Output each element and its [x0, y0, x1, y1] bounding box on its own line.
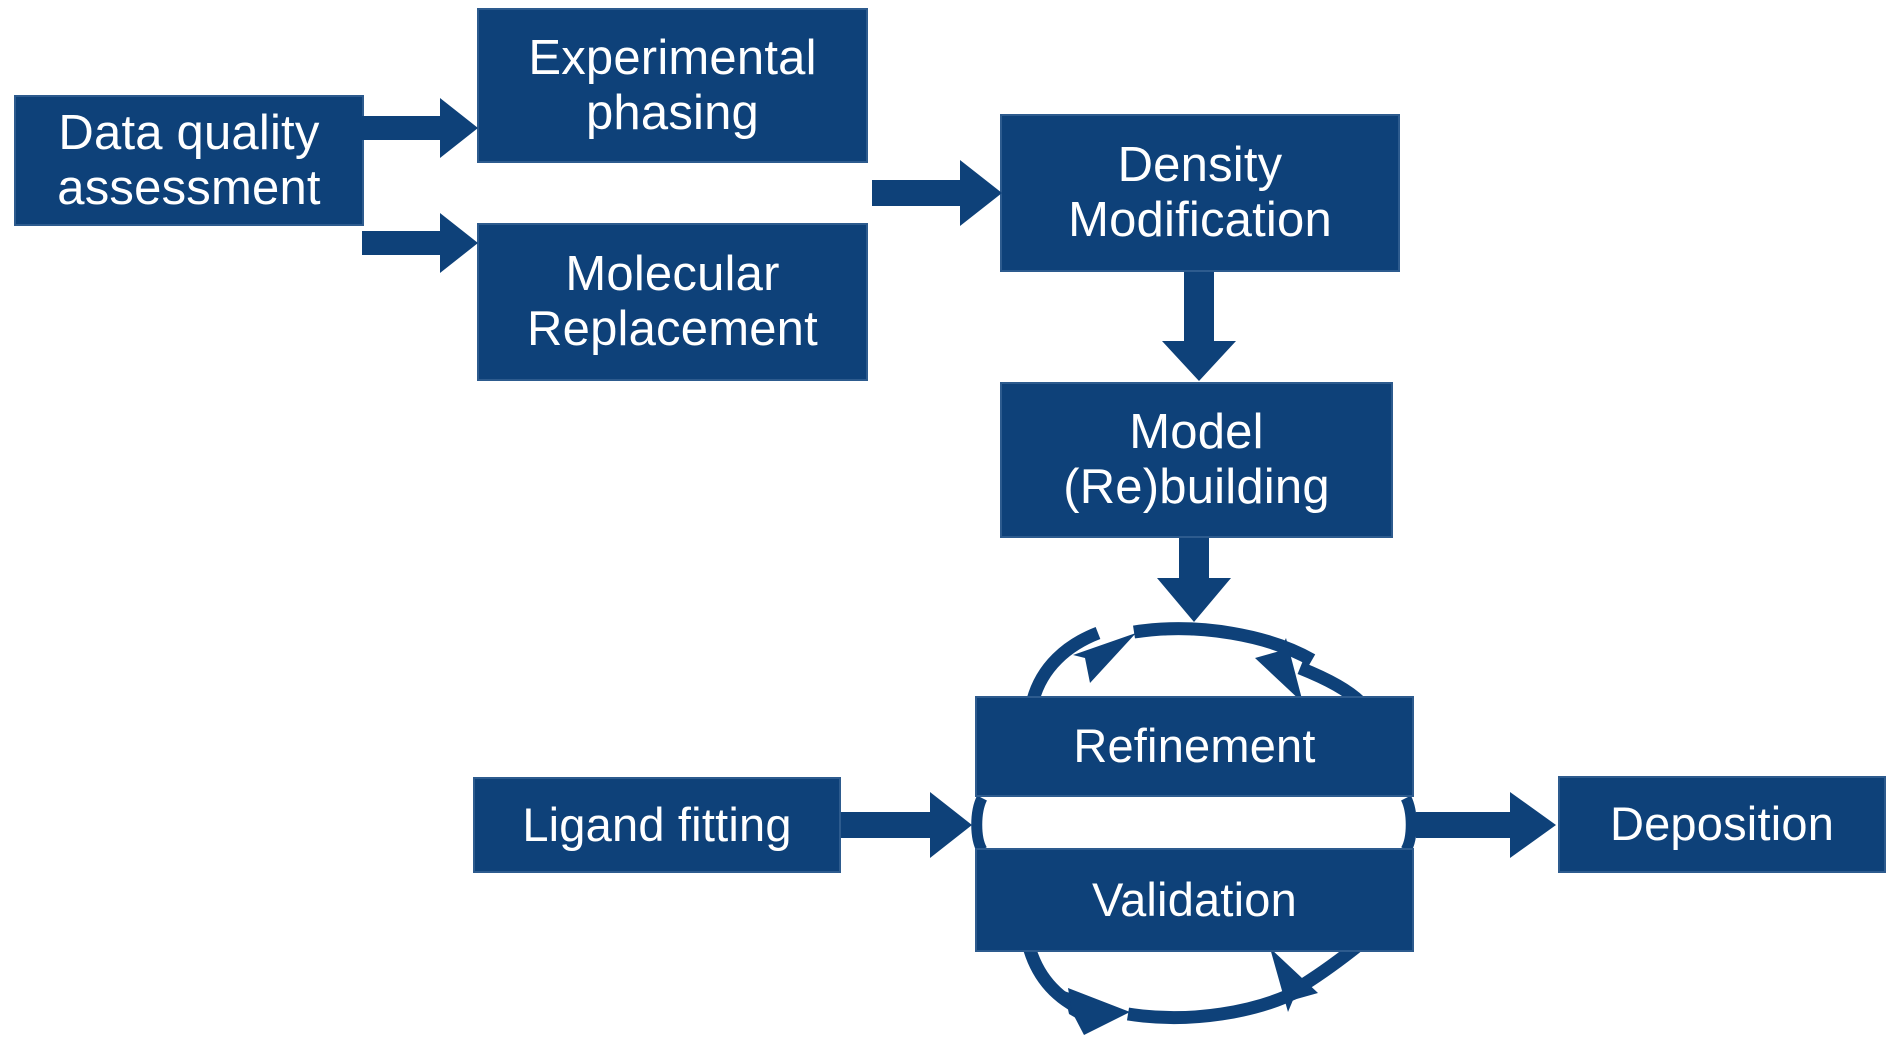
- node-refinement[interactable]: Refinement: [975, 696, 1414, 797]
- cycle-arc-top-right-icon: [1133, 622, 1365, 707]
- node-label: Density Modification: [1068, 138, 1332, 247]
- node-label: Refinement: [1073, 719, 1316, 773]
- node-molecular-replacement[interactable]: Molecular Replacement: [477, 223, 868, 381]
- node-label: Ligand fitting: [522, 797, 792, 851]
- arrow-data-quality-to-experimental-phasing: [362, 98, 478, 158]
- node-label: Model (Re)building: [1063, 405, 1330, 514]
- cycle-arc-bottom-right-icon: [1126, 938, 1365, 1025]
- node-label: Molecular Replacement: [527, 247, 818, 356]
- node-deposition[interactable]: Deposition: [1558, 776, 1886, 873]
- arrow-data-quality-to-molecular-replacement: [362, 213, 478, 273]
- arrow-ligand-fitting-to-cycle: [841, 792, 972, 858]
- cycle-arc-bottom-left-icon: [1023, 947, 1130, 1035]
- arrow-phasing-to-density-modification: [872, 160, 1002, 226]
- node-experimental-phasing[interactable]: Experimental phasing: [477, 8, 868, 163]
- node-data-quality-assessment[interactable]: Data quality assessment: [14, 95, 364, 226]
- node-validation[interactable]: Validation: [975, 848, 1414, 952]
- node-density-modification[interactable]: Density Modification: [1000, 114, 1400, 272]
- cycle-arc-top-left-icon: [1026, 626, 1136, 702]
- arrow-cycle-to-deposition: [1416, 792, 1556, 858]
- node-ligand-fitting[interactable]: Ligand fitting: [473, 777, 841, 873]
- arrow-density-modification-to-model-rebuilding: [1162, 272, 1236, 381]
- node-label: Validation: [1092, 872, 1297, 926]
- node-label: Data quality assessment: [57, 105, 321, 215]
- node-model-rebuilding[interactable]: Model (Re)building: [1000, 382, 1393, 538]
- arrow-model-rebuilding-to-cycle: [1157, 538, 1231, 622]
- node-label: Deposition: [1609, 797, 1835, 851]
- node-label: Experimental phasing: [528, 30, 817, 140]
- cycle-side-arcs: [971, 795, 1417, 853]
